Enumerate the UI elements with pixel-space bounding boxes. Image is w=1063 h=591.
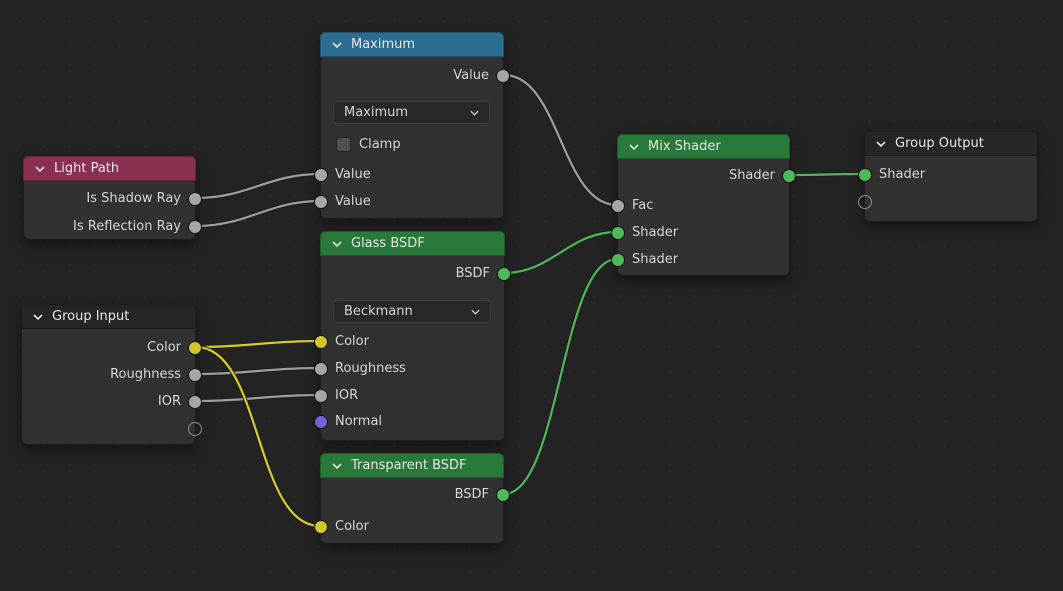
clamp-checkbox[interactable]	[336, 136, 351, 152]
clamp-row: Clamp	[321, 135, 503, 153]
node-maximum[interactable]: Maximum Value Maximum Clamp Value Value	[314, 32, 510, 219]
wire-isreflectionray-to-value2[interactable]	[195, 199, 321, 228]
output-label-ior: IOR	[157, 394, 181, 409]
node-title: Maximum	[351, 37, 416, 52]
socket-input-shader[interactable]	[858, 168, 872, 182]
node-mix-shader-header[interactable]: Mix Shader	[617, 134, 790, 159]
input-label-shader1: Shader	[632, 225, 679, 240]
output-label-color: Color	[147, 340, 181, 355]
output-label-bsdf: BSDF	[454, 487, 489, 502]
node-title: Transparent BSDF	[351, 458, 467, 473]
socket-input-color[interactable]	[314, 335, 328, 349]
clamp-label: Clamp	[359, 136, 401, 152]
chevron-down-icon	[471, 309, 480, 315]
output-label-roughness: Roughness	[110, 367, 181, 382]
node-glass-bsdf-header[interactable]: Glass BSDF	[320, 231, 505, 256]
wire-isshadowray-to-value1[interactable]	[195, 172, 321, 200]
node-title: Light Path	[54, 161, 120, 176]
node-transparent-bsdf-header[interactable]: Transparent BSDF	[320, 453, 504, 478]
node-group-output-header[interactable]: Group Output	[864, 131, 1038, 156]
operation-dropdown-value: Maximum	[344, 105, 409, 120]
wire-transparent-to-mix[interactable]	[503, 257, 618, 496]
input-label-roughness: Roughness	[335, 361, 406, 376]
wire-glass-to-mix[interactable]	[503, 230, 618, 275]
node-light-path-header[interactable]: Light Path	[23, 156, 196, 181]
socket-input-normal[interactable]	[314, 415, 328, 429]
node-group-input-header[interactable]: Group Input	[21, 304, 196, 329]
input-label-fac: Fac	[632, 198, 654, 213]
node-maximum-header[interactable]: Maximum	[320, 32, 504, 57]
node-transparent-bsdf[interactable]: Transparent BSDF BSDF Color	[314, 453, 510, 544]
distribution-dropdown[interactable]: Beckmann	[333, 300, 491, 323]
input-label-color: Color	[335, 519, 369, 534]
socket-input-color[interactable]	[314, 520, 328, 534]
socket-input-ior[interactable]	[314, 389, 328, 403]
socket-input-value1[interactable]	[314, 168, 328, 182]
wire-roughness[interactable]	[195, 366, 321, 376]
socket-input-fac[interactable]	[611, 199, 625, 213]
node-title: Group Input	[52, 309, 130, 324]
wire-color-to-transparent[interactable]	[195, 345, 321, 528]
node-title: Glass BSDF	[351, 236, 425, 251]
collapse-chevron-icon[interactable]	[332, 41, 342, 48]
socket-output-bsdf[interactable]	[496, 488, 510, 502]
socket-input-virtual[interactable]	[858, 195, 872, 209]
node-glass-bsdf[interactable]: Glass BSDF BSDF Beckmann Color Roughness…	[314, 231, 511, 441]
socket-output-virtual[interactable]	[188, 422, 202, 436]
input-label-color: Color	[335, 334, 369, 349]
output-label-shader: Shader	[728, 168, 775, 183]
wire-maximum-to-fac[interactable]	[503, 73, 618, 207]
collapse-chevron-icon[interactable]	[35, 165, 45, 172]
socket-output-is-shadow-ray[interactable]	[188, 192, 202, 206]
wire-color-to-glass[interactable]	[195, 339, 321, 349]
output-label-is-shadow-ray: Is Shadow Ray	[86, 191, 181, 206]
socket-input-shader2[interactable]	[611, 253, 625, 267]
output-label-value: Value	[453, 68, 489, 83]
output-label-is-reflection-ray: Is Reflection Ray	[73, 219, 181, 234]
collapse-chevron-icon[interactable]	[33, 313, 43, 320]
collapse-chevron-icon[interactable]	[876, 140, 886, 147]
socket-output-ior[interactable]	[188, 395, 202, 409]
socket-input-shader1[interactable]	[611, 226, 625, 240]
collapse-chevron-icon[interactable]	[332, 240, 342, 247]
socket-input-roughness[interactable]	[314, 362, 328, 376]
wire-mix-to-groupoutput[interactable]	[789, 172, 865, 177]
socket-output-roughness[interactable]	[188, 368, 202, 382]
input-label-normal: Normal	[335, 414, 383, 429]
node-group-input[interactable]: Group Input Color Roughness IOR	[21, 304, 202, 445]
collapse-chevron-icon[interactable]	[629, 143, 639, 150]
socket-output-is-reflection-ray[interactable]	[188, 220, 202, 234]
node-group-output[interactable]: Group Output Shader	[858, 131, 1038, 222]
chevron-down-icon	[470, 110, 479, 116]
node-title: Group Output	[895, 136, 984, 151]
distribution-dropdown-value: Beckmann	[344, 304, 413, 319]
operation-dropdown[interactable]: Maximum	[333, 101, 490, 124]
input-label-shader2: Shader	[632, 252, 679, 267]
socket-output-value[interactable]	[496, 69, 510, 83]
input-label-value1: Value	[335, 167, 371, 182]
input-label-shader: Shader	[879, 167, 926, 182]
output-label-bsdf: BSDF	[455, 266, 490, 281]
node-light-path[interactable]: Light Path Is Shadow Ray Is Reflection R…	[23, 156, 202, 240]
node-title: Mix Shader	[648, 139, 721, 154]
socket-output-color[interactable]	[188, 341, 202, 355]
socket-output-shader[interactable]	[782, 169, 796, 183]
node-mix-shader[interactable]: Mix Shader Shader Fac Shader Shader	[611, 134, 796, 276]
wire-ior[interactable]	[195, 393, 321, 403]
socket-input-value2[interactable]	[314, 195, 328, 209]
input-label-ior: IOR	[335, 388, 359, 403]
socket-output-bsdf[interactable]	[497, 267, 511, 281]
input-label-value2: Value	[335, 194, 371, 209]
collapse-chevron-icon[interactable]	[332, 462, 342, 469]
